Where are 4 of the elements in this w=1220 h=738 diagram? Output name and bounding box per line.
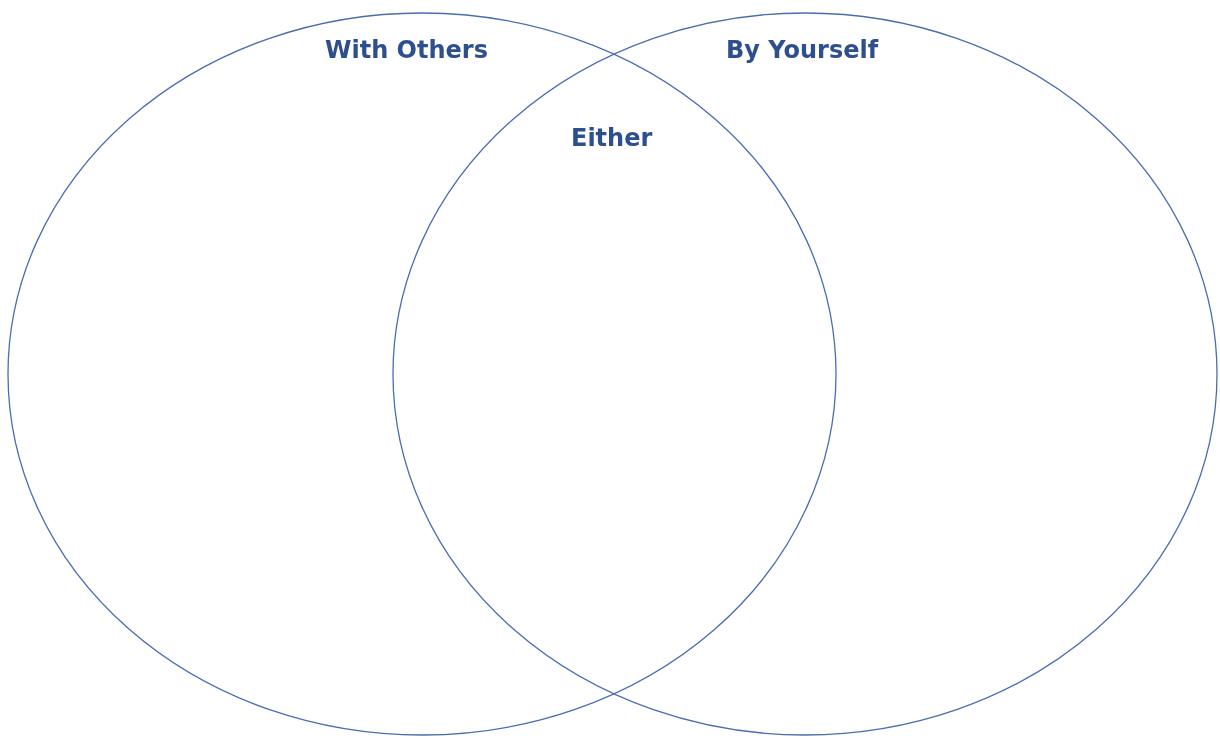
venn-ellipse — [392, 12, 1218, 736]
overlap-heading: Either — [571, 124, 653, 152]
circle-heading: With Others — [325, 36, 488, 64]
circle-heading: By Yourself — [726, 36, 879, 64]
